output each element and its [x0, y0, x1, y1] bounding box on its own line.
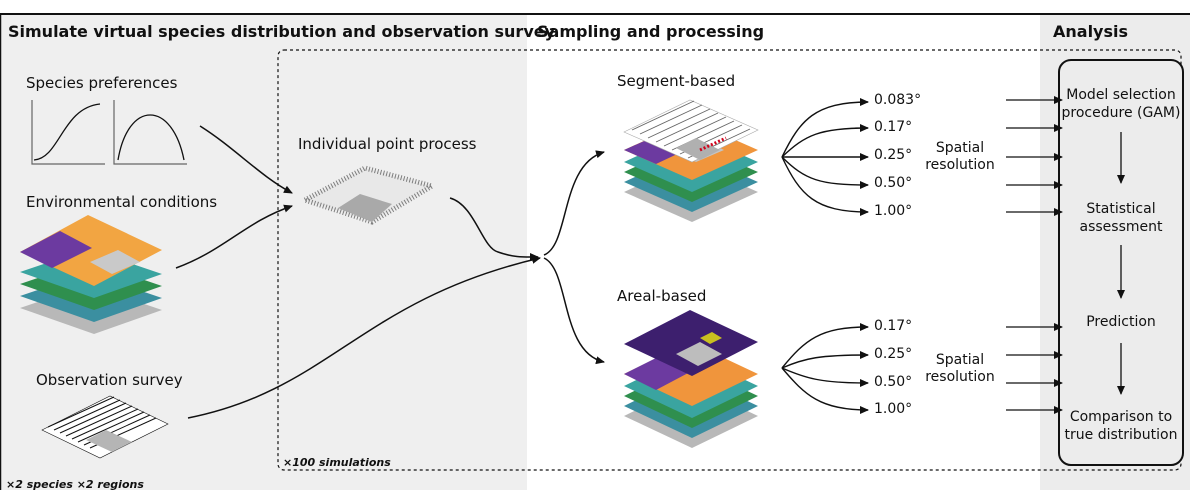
arrow-preferences-to-process — [199, 125, 293, 194]
segment-layer-stack — [623, 99, 759, 222]
analysis-input-arrows — [1006, 96, 1063, 414]
label-observation-survey: Observation survey — [36, 371, 183, 389]
segment-spatial-resolution-label: Spatial resolution — [925, 140, 995, 173]
segment-resolution-4: 0.50° — [874, 175, 913, 191]
segment-resolution-5: 1.00° — [874, 203, 913, 219]
panel-sampling-bg — [527, 14, 1040, 490]
areal-resolution-2: 0.25° — [874, 346, 913, 362]
response-curve-hump — [113, 100, 187, 165]
segment-resolution-2: 0.17° — [874, 119, 913, 135]
arrow-split-to-areal — [543, 257, 605, 365]
note-simulations: ×100 simulations — [283, 456, 391, 469]
response-curve-sigmoid — [31, 100, 105, 165]
segment-resolution-3: 0.25° — [874, 147, 913, 163]
areal-resolution-1: 0.17° — [874, 318, 913, 334]
arrow-split-to-segment — [543, 150, 605, 256]
arrow-survey-to-split — [187, 255, 541, 419]
label-species-preferences: Species preferences — [26, 74, 178, 92]
label-environmental-conditions: Environmental conditions — [26, 193, 218, 211]
segment-resolution-1: 0.083° — [874, 92, 922, 108]
note-species-regions: ×2 species ×2 regions — [6, 478, 144, 491]
panel-title-sampling: Sampling and processing — [537, 22, 765, 41]
point-process-map — [298, 165, 439, 225]
analysis-step-statistical-assessment: Statistical assessment — [1079, 201, 1163, 235]
analysis-step-prediction: Prediction — [1086, 314, 1156, 330]
environmental-layer-stack — [20, 215, 162, 334]
areal-layer-stack — [624, 310, 758, 448]
panel-title-analysis: Analysis — [1053, 22, 1129, 41]
segment-resolution-fan — [781, 98, 869, 216]
label-areal-based: Areal-based — [617, 287, 707, 305]
survey-transect-map — [41, 395, 169, 459]
areal-resolution-3: 0.50° — [874, 374, 913, 390]
areal-spatial-resolution-label: Spatial resolution — [925, 352, 995, 385]
analysis-step-model-selection: Model selection procedure (GAM) — [1061, 87, 1181, 121]
arrow-process-to-split — [449, 197, 539, 262]
label-individual-point-process: Individual point process — [298, 135, 477, 153]
panel-title-simulate: Simulate virtual species distribution an… — [8, 22, 556, 41]
areal-resolution-4: 1.00° — [874, 401, 913, 417]
analysis-step-comparison: Comparison to true distribution — [1064, 409, 1178, 443]
label-segment-based: Segment-based — [617, 72, 736, 90]
areal-resolution-fan — [781, 323, 869, 414]
arrow-environment-to-process — [175, 204, 293, 269]
